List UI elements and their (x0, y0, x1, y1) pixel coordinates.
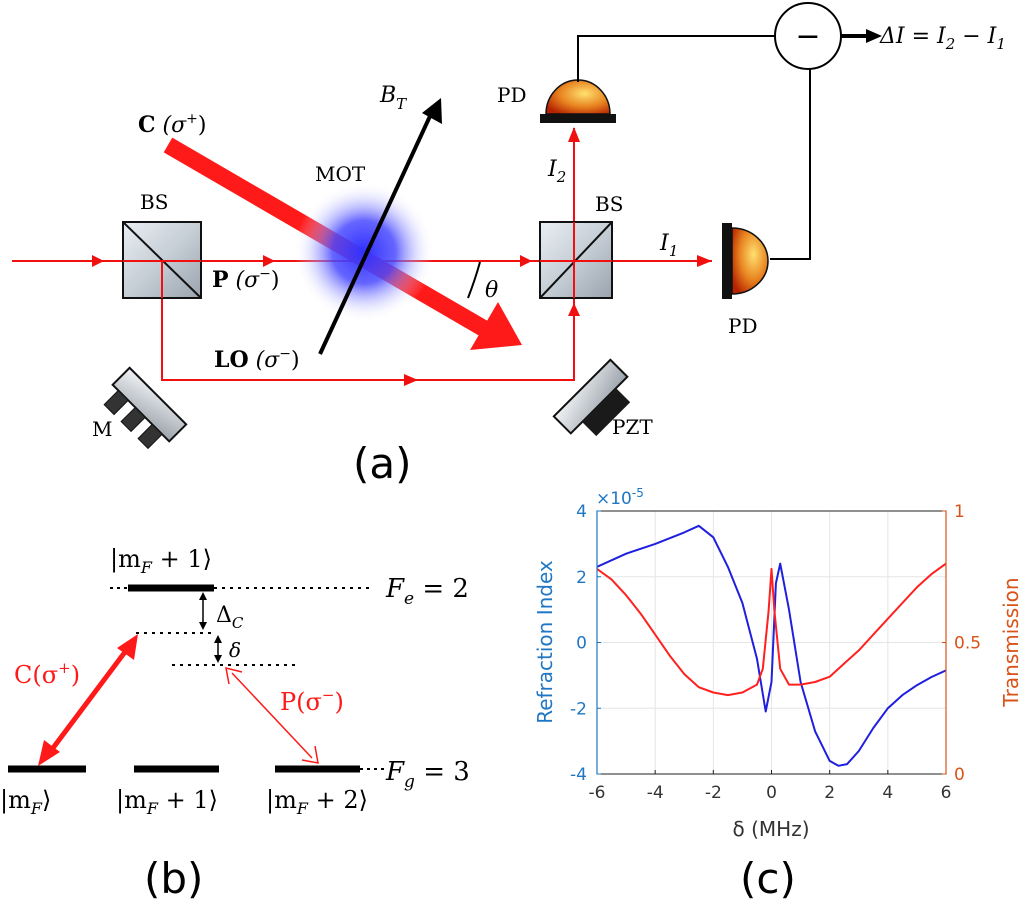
wire-right (770, 66, 811, 260)
probe-transition (231, 672, 313, 759)
panel-a-label: (a) (353, 439, 412, 488)
field-label: BT (379, 83, 407, 113)
coupling-transition (48, 646, 130, 754)
x-tick-label: 2 (824, 783, 835, 803)
fe-label: Fe = 2 (385, 574, 469, 609)
lo-up-arrow (568, 303, 580, 316)
pzt-mirror (552, 358, 631, 437)
panel-a: − ΔI = I2 − I1 BS BS MOT PD PD M PZT C (… (12, 2, 1006, 488)
subtractor-output-arrow (866, 29, 882, 43)
panel-b: |mF + 1⟩ Fe = 2 Fg = 3 ΔC δ C(σ+) P(σ−) … (0, 545, 470, 901)
subtractor-symbol: − (795, 19, 820, 54)
i2-arrow (568, 127, 580, 142)
ground-state-label-3: |mF + 2⟩ (266, 786, 368, 818)
coupling-arrowhead (470, 302, 522, 350)
chart-series-group (597, 524, 946, 767)
x-tick-label: -2 (705, 783, 722, 803)
panel-c-label: (c) (740, 854, 796, 901)
pd-top-label: PD (497, 83, 527, 107)
angle-arc (467, 261, 481, 299)
x-tick-label: 4 (882, 783, 893, 803)
bs-left-label: BS (140, 190, 168, 214)
wire-top (577, 35, 774, 82)
mirror-m (103, 366, 188, 450)
delta-c-label: ΔC (216, 603, 244, 632)
difference-label: ΔI = I2 − I1 (879, 24, 1006, 53)
left-tick-label: 4 (576, 502, 587, 522)
fg-label: Fg = 3 (385, 757, 470, 792)
mot-cloud (294, 182, 434, 322)
delta-label: δ (229, 638, 241, 662)
right-tick-label: 0.5 (954, 634, 981, 654)
x-tick-label: 6 (941, 783, 952, 803)
left-tick-label: 0 (576, 634, 587, 654)
lo-arrow (404, 374, 418, 386)
left-axis-exponent: ×10-5 (596, 486, 644, 509)
ground-state-label-1: |mF⟩ (0, 786, 51, 818)
mirror-label: M (92, 417, 112, 441)
lo-beam (161, 262, 575, 381)
chart-grid (596, 510, 947, 775)
x-axis-label: δ (MHz) (733, 817, 810, 841)
refraction-index-series (597, 524, 946, 767)
x-tick-label: 0 (766, 783, 777, 803)
x-tick-label: -6 (589, 783, 606, 803)
ground-state-label-2: |mF + 1⟩ (116, 786, 218, 818)
probe-beam-label: P (σ−) (212, 266, 279, 293)
pd-right-label: PD (728, 314, 758, 338)
probe-arrow-1 (92, 255, 104, 267)
bs-right-label: BS (595, 192, 623, 216)
excited-state-label: |mF + 1⟩ (110, 545, 212, 577)
probe-arrow-4 (697, 255, 712, 267)
i2-label: I2 (547, 157, 566, 186)
x-tick-label: -4 (647, 783, 664, 803)
magnetic-field-arrowhead (422, 98, 442, 124)
left-axis-label: Refraction Index (533, 560, 557, 724)
photodetector-top (540, 79, 616, 123)
coupling-level-label: C(σ+) (14, 659, 80, 689)
left-tick-label: 2 (576, 568, 587, 588)
lo-beam-label: LO (σ−) (214, 346, 300, 373)
probe-arrow-2 (263, 255, 275, 267)
left-tick-label: -4 (570, 765, 587, 785)
panel-b-label: (b) (144, 854, 203, 901)
transmission-series (597, 562, 946, 697)
right-tick-label: 0 (954, 765, 965, 785)
probe-level-label: P(σ−) (280, 686, 344, 716)
mot-label: MOT (315, 162, 366, 186)
photodetector-right (722, 223, 769, 299)
angle-label: θ (485, 278, 498, 303)
right-axis-label: Transmission (999, 577, 1023, 707)
pzt-label: PZT (612, 415, 653, 439)
left-tick-label: -2 (570, 699, 587, 719)
magnetic-field-arrow (318, 113, 433, 355)
coupling-beam-label: C (σ+) (138, 111, 206, 138)
probe-arrow-3 (520, 255, 532, 267)
right-tick-label: 1 (954, 502, 965, 522)
i1-label: I1 (659, 231, 678, 260)
